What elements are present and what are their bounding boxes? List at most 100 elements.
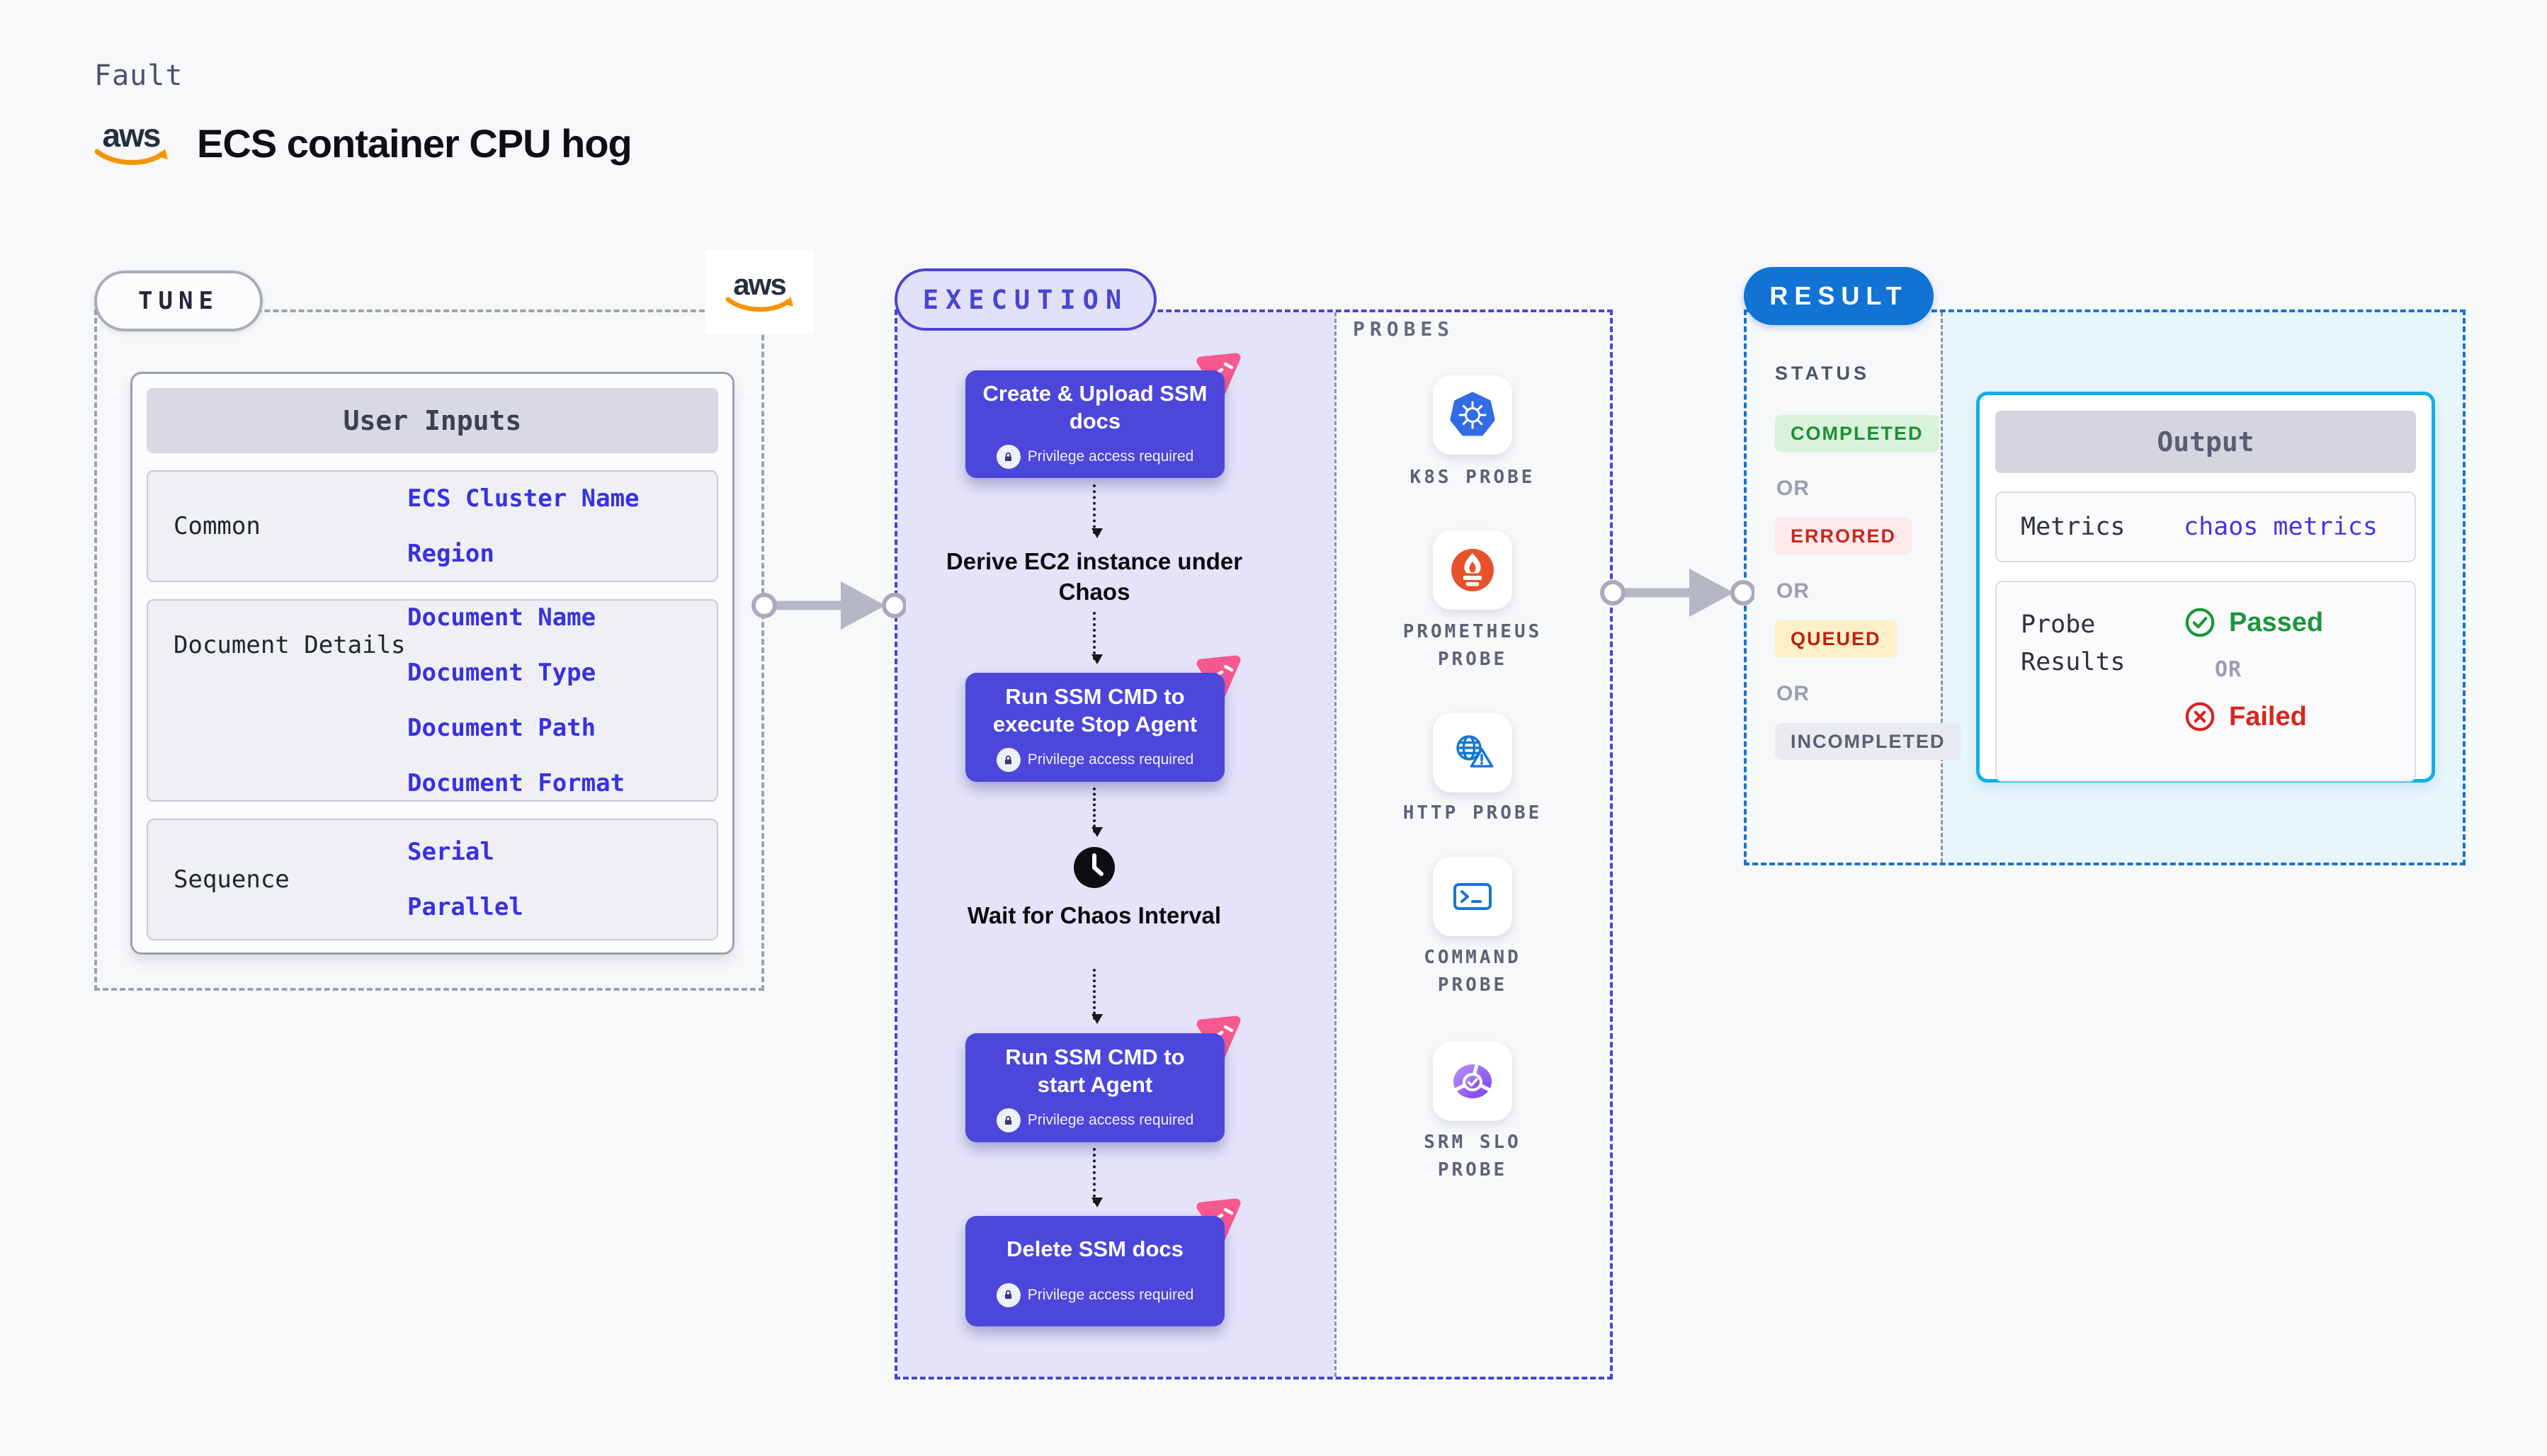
probe-label-prometheus: PROMETHEUS PROBE <box>1402 621 1543 670</box>
input-value: ECS Cluster Name <box>407 484 640 513</box>
lock-icon <box>996 445 1021 470</box>
privilege-badge-label: Privilege access required <box>1027 448 1194 465</box>
input-value: Document Path <box>407 714 596 742</box>
probe-card-k8s <box>1433 375 1512 455</box>
probe-result-failed: Failed <box>2184 700 2323 733</box>
result-pill: RESULT <box>1744 267 1934 325</box>
status-badge-completed: COMPLETED <box>1775 415 1939 452</box>
or-label: OR <box>2215 657 2242 682</box>
page-title: ECS container CPU hog <box>197 121 633 166</box>
terminal-icon <box>1453 883 1492 910</box>
aws-corner-box: aws <box>705 249 813 334</box>
aws-swoosh-icon <box>94 149 168 165</box>
input-value: Document Format <box>407 769 625 797</box>
output-probe-results-row: Probe Results Passed OR Failed <box>1995 581 2416 782</box>
privilege-badge-label: Privilege access required <box>1027 751 1194 768</box>
output-header: Output <box>1995 411 2416 473</box>
probe-label-command: COMMAND PROBE <box>1424 947 1521 996</box>
aws-logo-small: aws <box>725 270 793 314</box>
slo-donut-icon <box>1453 1064 1492 1098</box>
step-delete-ssm-docs: Delete SSM docs Privilege access require… <box>965 1198 1241 1326</box>
probe-card-command <box>1433 857 1512 936</box>
step-title: Create & Upload SSM docs <box>982 380 1208 433</box>
input-row-values: Serial Parallel <box>407 838 523 921</box>
probe-label-srm-slo: SRM SLO PROBE <box>1424 1132 1521 1181</box>
step-title: Delete SSM docs <box>1006 1236 1184 1262</box>
step-wait-chaos-interval-text: Wait for Chaos Interval <box>967 902 1222 928</box>
tune-to-execution-arrow <box>751 581 906 630</box>
or-label: OR <box>1776 579 1810 603</box>
probe-card-prometheus <box>1433 530 1512 610</box>
execution-probes-divider <box>1334 312 1337 1377</box>
or-label: OR <box>1776 682 1810 705</box>
lock-icon <box>996 1282 1021 1307</box>
input-row-document-details: Document Details Document Name Document … <box>147 599 718 802</box>
passed-label: Passed <box>2229 607 2324 637</box>
status-badge-queued: QUEUED <box>1775 620 1897 657</box>
input-value: Document Name <box>407 603 596 632</box>
or-label: OR <box>1776 477 1810 500</box>
failed-label: Failed <box>2229 701 2307 732</box>
kubernetes-icon <box>1450 392 1495 436</box>
input-value: Document Type <box>407 659 596 687</box>
fault-eyebrow: Fault <box>94 59 183 92</box>
input-value: Parallel <box>407 893 523 921</box>
input-row-label: Sequence <box>174 865 290 894</box>
output-card: Output Metrics chaos metrics Probe Resul… <box>1976 392 2435 783</box>
flow-arrow <box>1091 612 1103 664</box>
execution-section-border <box>895 309 1613 1380</box>
aws-logo-text: aws <box>733 268 786 301</box>
x-circle-icon <box>2185 702 2215 732</box>
user-inputs-card: User Inputs Common ECS Cluster Name Regi… <box>130 372 734 955</box>
privilege-badge-label: Privilege access required <box>1027 1286 1194 1303</box>
input-row-label: Common <box>174 511 261 540</box>
step-run-ssm-start-agent: Run SSM CMD to start Agent Privilege acc… <box>965 1016 1241 1142</box>
input-row-label: Document Details <box>174 631 406 659</box>
probe-card-srm-slo <box>1433 1042 1512 1121</box>
execution-to-result-arrow <box>1600 569 1754 617</box>
step-create-upload-ssm-docs: Create & Upload SSM docs Privilege acces… <box>965 353 1241 478</box>
step-run-ssm-stop-agent: Run SSM CMD to execute Stop Agent Privil… <box>965 655 1241 782</box>
aws-logo: aws <box>94 119 168 167</box>
input-row-values: Document Name Document Type Document Pat… <box>407 603 625 797</box>
probe-label-http: HTTP PROBE <box>1402 802 1543 824</box>
metrics-value: chaos metrics <box>2184 513 2378 541</box>
probe-results-label: Probe Results <box>2021 610 2126 676</box>
status-heading: STATUS <box>1775 363 1870 384</box>
privilege-badge: Privilege access required <box>996 748 1194 773</box>
flow-arrow <box>1091 969 1103 1024</box>
privilege-badge: Privilege access required <box>996 1108 1194 1133</box>
aws-logo-text: aws <box>102 117 161 154</box>
check-circle-icon <box>2185 608 2215 637</box>
input-row-sequence: Sequence Serial Parallel <box>147 819 718 940</box>
input-row-values: ECS Cluster Name Region <box>407 484 640 568</box>
flow-arrow <box>1091 484 1103 538</box>
step-title: Run SSM CMD to execute Stop Agent <box>992 683 1198 736</box>
input-value: Region <box>407 540 494 568</box>
tune-pill: TUNE <box>94 271 263 331</box>
step-derive-ec2-text: Derive EC2 instance under Chaos <box>946 548 1243 605</box>
status-badge-incompleted: INCOMPLETED <box>1775 723 1961 760</box>
probe-results-values: Passed OR Failed <box>2184 606 2323 733</box>
privilege-badge: Privilege access required <box>996 445 1194 470</box>
prometheus-icon <box>1451 549 1494 591</box>
execution-background <box>897 312 1334 1377</box>
lock-icon <box>996 748 1021 773</box>
probe-card-http <box>1433 713 1512 792</box>
input-row-common: Common ECS Cluster Name Region <box>147 470 718 582</box>
clock-icon <box>1072 846 1116 893</box>
probe-result-passed: Passed <box>2184 606 2323 639</box>
result-status-divider <box>1941 312 1943 863</box>
status-badge-errored: ERRORED <box>1775 518 1912 554</box>
http-globe-icon <box>1456 735 1494 768</box>
input-value: Serial <box>407 838 494 866</box>
probe-label-k8s: K8S PROBE <box>1409 467 1536 488</box>
step-title: Run SSM CMD to start Agent <box>1005 1044 1185 1097</box>
privilege-badge-label: Privilege access required <box>1027 1112 1194 1129</box>
metrics-label: Metrics <box>2021 512 2126 541</box>
aws-swoosh-icon <box>725 297 793 312</box>
probes-heading: PROBES <box>1353 317 1455 341</box>
privilege-badge: Privilege access required <box>996 1282 1194 1307</box>
execution-pill: EXECUTION <box>895 268 1157 331</box>
